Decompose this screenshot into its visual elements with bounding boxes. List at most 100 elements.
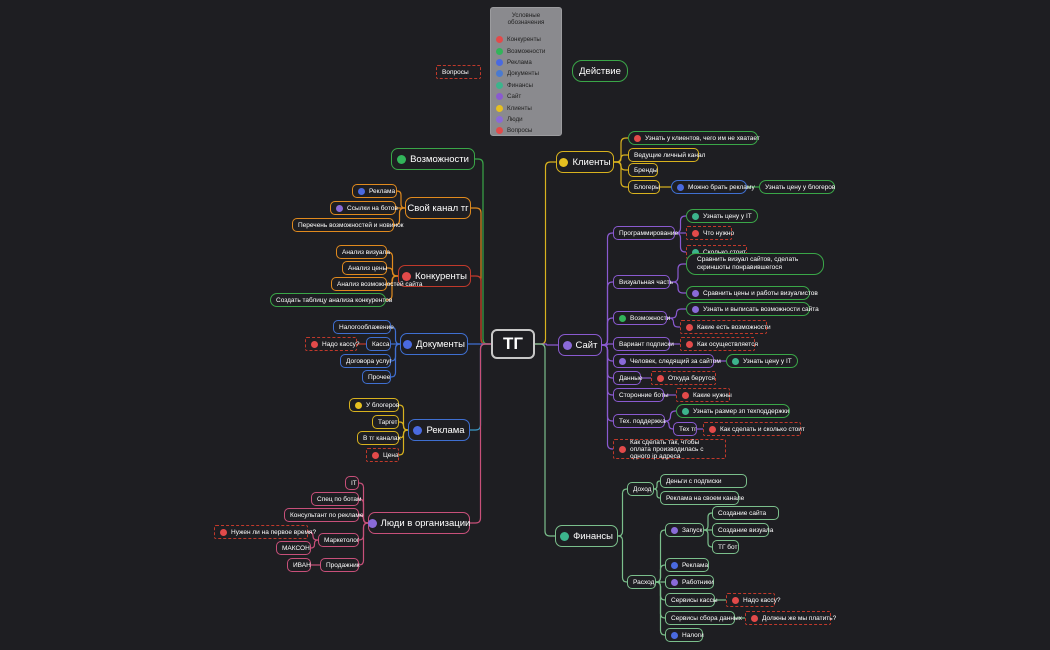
node-konk[interactable]: Конкуренты (398, 265, 471, 287)
node-p4a[interactable]: Как осуществляется (680, 337, 758, 351)
node-d2[interactable]: Касса (366, 337, 391, 351)
legend-title: Условные обозначения (507, 12, 545, 26)
node-label: Должны же мы платить? (762, 614, 837, 622)
node-klient[interactable]: Клиенты (556, 151, 614, 173)
node-c4[interactable]: Блогеры (628, 180, 660, 194)
node-label: Прочее (368, 373, 391, 381)
node-marker-icon (311, 340, 318, 348)
link-line (703, 512, 713, 531)
node-f2b[interactable]: Реклама (665, 558, 709, 572)
node-d2q[interactable]: Надо кассу? (305, 337, 360, 351)
node-p5[interactable]: Человек, следящий за сайтом (613, 354, 721, 368)
node-c2[interactable]: Ведущие личный канал (628, 148, 705, 162)
node-k3[interactable]: Анализ возможностей сайта (331, 277, 422, 291)
node-f2eq[interactable]: Должны же мы платить? (745, 611, 836, 625)
node-p3a[interactable]: Узнать и выписать возможности сайта (686, 302, 819, 316)
node-r2[interactable]: Таргет (372, 415, 399, 429)
node-p2b[interactable]: Сравнить цены и работы визуалистов (686, 286, 818, 300)
node-l3[interactable]: Консультант по рекламе (284, 508, 364, 522)
node-p4[interactable]: Вариант подписки (613, 337, 674, 351)
node-s-rekl[interactable]: Реклама (352, 184, 397, 198)
node-p5a[interactable]: Узнать цену у IT (726, 354, 798, 368)
node-l4a[interactable]: МАКСОН (276, 541, 311, 555)
link-line (614, 161, 628, 188)
node-f2a[interactable]: Запуск (665, 523, 704, 537)
node-s-perech[interactable]: Перечень возможностей и новинок (292, 218, 404, 232)
link-line (535, 343, 555, 537)
node-d3[interactable]: Договора услуг (340, 354, 392, 368)
node-l5[interactable]: Продажник (320, 558, 360, 572)
node-p8a[interactable]: Узнать размер зп техподдержки (676, 404, 790, 418)
node-label: Продажник (326, 561, 360, 569)
node-p1[interactable]: Программирование (613, 226, 678, 240)
link-line (614, 154, 628, 163)
node-d4[interactable]: Прочее (362, 370, 391, 384)
node-p1b[interactable]: Что нужно (686, 226, 734, 240)
node-k1[interactable]: Анализ визуала (336, 245, 390, 259)
node-doc[interactable]: Документы (400, 333, 468, 355)
node-p2[interactable]: Визуальная часть (613, 275, 673, 289)
node-p6a[interactable]: Откуда берутся (651, 371, 716, 385)
link-line (310, 539, 319, 549)
node-f2d[interactable]: Сервисы кассы (665, 593, 718, 607)
node-ludi[interactable]: Люди в организации (367, 512, 470, 534)
node-l1[interactable]: IT (345, 476, 359, 490)
node-label: Спец по ботам (317, 495, 362, 503)
node-f2f[interactable]: Налоги (665, 628, 704, 642)
node-p9[interactable]: Как сделать так, чтобы оплата производил… (613, 439, 726, 460)
node-p7[interactable]: Сторонние боты (613, 388, 669, 402)
node-marker-icon (619, 314, 626, 322)
node-fin[interactable]: Финансы (555, 525, 618, 547)
link-line (675, 232, 686, 253)
node-marker-icon (709, 425, 716, 433)
node-l5a[interactable]: ИВАН (287, 558, 311, 572)
node-label: Вопросы (442, 68, 469, 76)
node-voprosy-top[interactable]: Вопросы (436, 65, 481, 79)
node-p8b[interactable]: Тех тг (673, 422, 697, 436)
node-k2[interactable]: Анализ цены (342, 261, 387, 275)
node-f1b[interactable]: Реклама на своем канале (660, 491, 744, 505)
node-r3[interactable]: В тг каналах (357, 431, 401, 445)
node-f2a1[interactable]: Создание сайта (712, 506, 779, 520)
node-c3[interactable]: Бренды (628, 163, 658, 177)
node-r4[interactable]: Цена (366, 448, 399, 462)
node-p2a[interactable]: Сравнить визуал сайтов, сделать скриншот… (686, 253, 824, 275)
node-p6[interactable]: Данные (613, 371, 642, 385)
node-svoi[interactable]: Свой канал тг (405, 197, 471, 219)
node-f2e[interactable]: Сервисы сбора данных (665, 611, 742, 625)
node-deistvie[interactable]: Действие (572, 60, 628, 82)
node-d1[interactable]: Налогооблажение (333, 320, 394, 334)
node-f2dq[interactable]: Надо кассу? (726, 593, 781, 607)
node-p3b[interactable]: Какие есть возможности (680, 320, 771, 334)
node-k4[interactable]: Создать таблицу анализа конкурентов (270, 293, 392, 307)
node-rekl[interactable]: Реклама (408, 419, 470, 441)
node-s-ssyl[interactable]: Ссылки на ботов (330, 201, 398, 215)
node-f1[interactable]: Доход (627, 482, 654, 496)
node-c1[interactable]: Узнать у клиентов, чего им не хватает (628, 131, 760, 145)
node-f2c[interactable]: Работники (665, 575, 714, 589)
node-p8c[interactable]: Как сделать и сколько стоит (703, 422, 805, 436)
node-p8[interactable]: Тех. поддержка (613, 414, 666, 428)
node-f2[interactable]: Расход (627, 575, 656, 589)
node-c4a[interactable]: Можно брать рекламу (671, 180, 755, 194)
node-p7a[interactable]: Какие нужны (676, 388, 732, 402)
node-p1a[interactable]: Узнать цену у IT (686, 209, 758, 223)
node-f2a2[interactable]: Создание визуала (712, 523, 773, 537)
node-r1[interactable]: У блогеров (349, 398, 399, 412)
node-label: Можно брать рекламу (688, 183, 755, 191)
node-sait[interactable]: Сайт (558, 334, 602, 356)
node-marker-icon (751, 614, 758, 622)
node-vozm[interactable]: Возможности (391, 148, 475, 170)
node-label: ТГ бот (718, 543, 738, 551)
node-f1a[interactable]: Деньги с подписки (660, 474, 747, 488)
node-marker-icon (677, 183, 684, 191)
node-l4q[interactable]: Нужен ли на первое время? (214, 525, 316, 539)
node-p3[interactable]: Возможности (613, 311, 670, 325)
legend-marker-icon (496, 47, 503, 55)
node-c4b[interactable]: Узнать цену у блогеров (759, 180, 835, 194)
node-label: Тех тг (679, 425, 697, 433)
node-root[interactable]: ТГ (491, 329, 535, 359)
node-f2a3[interactable]: ТГ бот (712, 540, 739, 554)
node-l4[interactable]: Маркетолог (318, 533, 359, 547)
node-l2[interactable]: Спец по ботам (311, 492, 362, 506)
